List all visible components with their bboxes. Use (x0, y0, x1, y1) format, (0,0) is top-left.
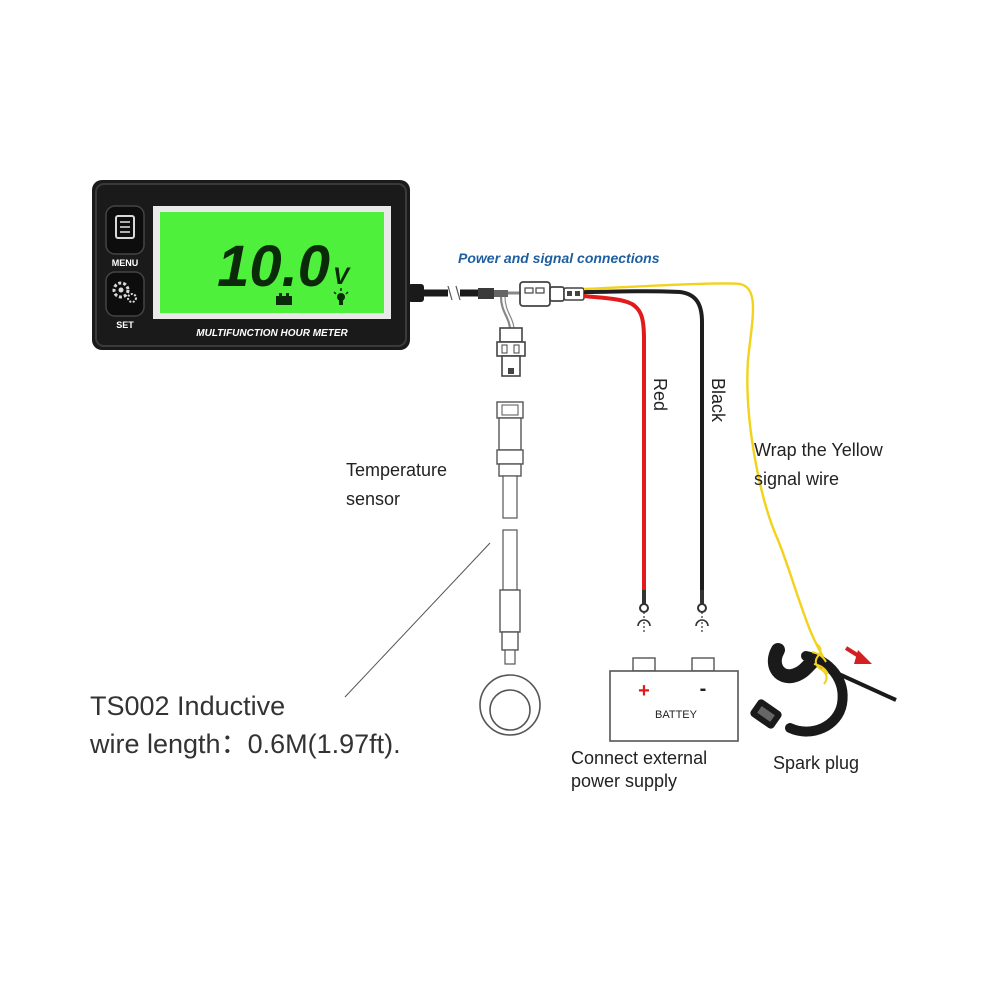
red-wire (583, 294, 646, 590)
hour-meter: 10.0 V MENU (92, 180, 424, 350)
set-label: SET (116, 320, 134, 330)
connect-power-line1: Connect external (571, 748, 708, 768)
cable-gland (408, 284, 424, 302)
black-wire-label: Black (708, 378, 728, 423)
ts002-label-line1: TS002 Inductive (90, 691, 286, 721)
power-signal-heading: Power and signal connections (458, 250, 660, 266)
wrap-yellow-line1: Wrap the Yellow (754, 440, 883, 460)
menu-button[interactable] (105, 205, 145, 255)
meter-title: MULTIFUNCTION HOUR METER (196, 328, 348, 339)
menu-label: MENU (112, 258, 139, 268)
temperature-label-line2: sensor (346, 489, 401, 509)
black-ring-terminal (695, 603, 709, 634)
connect-power-line2: power supply (571, 771, 678, 791)
lcd-value: 10.0 (217, 234, 330, 299)
wrap-yellow-line2: signal wire (754, 469, 840, 489)
battery: + - BATTEY (609, 657, 739, 742)
sensor-leader-line (344, 542, 491, 698)
red-wire-label: Red (650, 378, 670, 412)
gear-icon (112, 281, 137, 303)
main-harness (424, 281, 585, 377)
temperature-sensor (479, 401, 541, 736)
meter-bezel (95, 183, 407, 347)
spark-plug-label: Spark plug (773, 753, 860, 773)
menu-icon (115, 215, 135, 239)
ts002-label-line2: wire length：0.6M(1.97ft). (90, 729, 401, 759)
main-connector (519, 281, 585, 307)
lcd-unit: V (333, 263, 351, 290)
black-wire (583, 289, 704, 590)
direction-arrow (844, 646, 872, 664)
spark-plug (750, 643, 897, 737)
yellow-wire (583, 282, 832, 673)
bulb-icon (333, 288, 349, 305)
set-button[interactable] (105, 271, 145, 317)
battery-minus: - (700, 678, 707, 700)
battery-label: BATTEY (655, 709, 698, 721)
battery-plus: + (638, 680, 650, 702)
lcd-screen (160, 212, 384, 313)
temp-connector-top (496, 327, 526, 377)
temperature-label-line1: Temperature (346, 460, 448, 480)
battery-icon (276, 293, 292, 305)
red-ring-terminal (637, 603, 651, 634)
